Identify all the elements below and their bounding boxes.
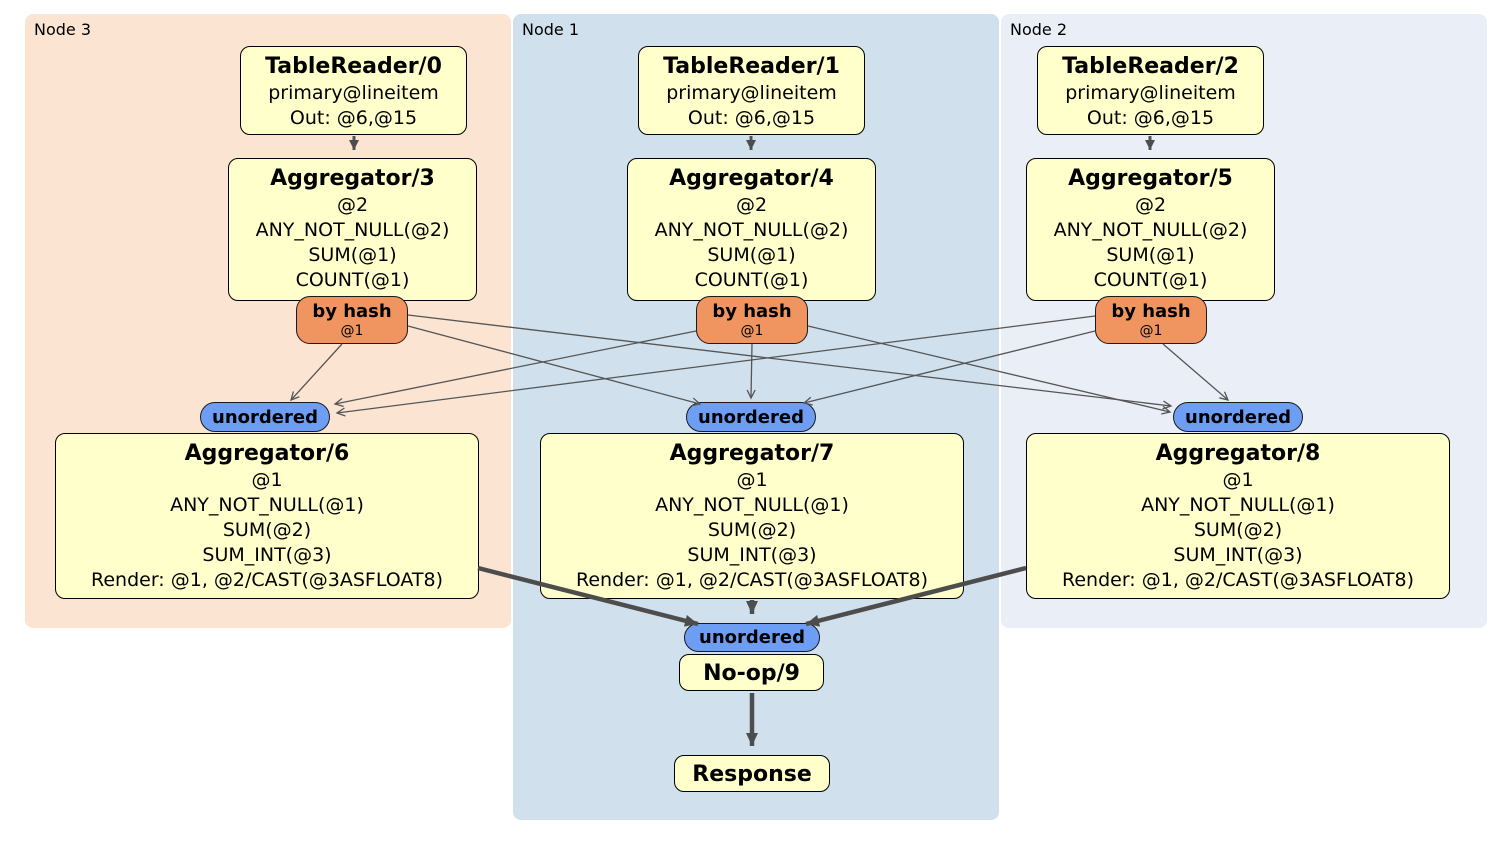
sync-unordered-node3: unordered xyxy=(200,402,330,432)
node-response: Response xyxy=(674,755,830,792)
router-by-hash-node2: by hash @1 xyxy=(1095,296,1207,344)
node-detail: SUM(@2) xyxy=(707,519,797,541)
sync-unordered-node2: unordered xyxy=(1173,402,1303,432)
node-noop-9: No-op/9 xyxy=(679,654,824,691)
node-detail: Render: @1, @2/CAST(@3ASFLOAT8) xyxy=(91,569,443,591)
node-detail: @2 xyxy=(735,194,768,216)
node-detail: ANY_NOT_NULL(@2) xyxy=(654,219,849,241)
node-aggregator-4: Aggregator/4 @2 ANY_NOT_NULL(@2) SUM(@1)… xyxy=(627,158,876,301)
node-tablereader-0: TableReader/0 primary@lineitem Out: @6,@… xyxy=(240,46,467,135)
node-title: Aggregator/4 xyxy=(669,166,834,191)
node-detail: primary@lineitem xyxy=(1065,82,1236,104)
node-aggregator-8: Aggregator/8 @1 ANY_NOT_NULL(@1) SUM(@2)… xyxy=(1026,433,1450,599)
node-detail: SUM(@2) xyxy=(1193,519,1283,541)
node-detail: @1 xyxy=(736,469,768,491)
node-detail: SUM(@1) xyxy=(1106,244,1195,266)
router-detail: @1 xyxy=(1139,323,1163,339)
node-title: Aggregator/5 xyxy=(1068,166,1233,191)
region-label-node-3: Node 3 xyxy=(34,20,92,39)
node-title: Aggregator/6 xyxy=(184,441,350,466)
node-title: Aggregator/7 xyxy=(669,441,835,466)
node-detail: primary@lineitem xyxy=(666,82,837,104)
node-detail: @2 xyxy=(336,194,369,216)
sync-unordered-final: unordered xyxy=(684,623,820,652)
router-label: by hash xyxy=(1111,301,1191,322)
router-by-hash-node3: by hash @1 xyxy=(296,296,408,344)
node-title: Aggregator/8 xyxy=(1155,441,1321,466)
node-detail: SUM(@1) xyxy=(707,244,796,266)
node-title: TableReader/0 xyxy=(265,54,442,79)
router-label: by hash xyxy=(312,301,392,322)
node-detail: @2 xyxy=(1134,194,1167,216)
node-detail: SUM_INT(@3) xyxy=(1173,544,1303,566)
sync-unordered-node1: unordered xyxy=(686,402,816,432)
node-detail: ANY_NOT_NULL(@1) xyxy=(1141,494,1335,516)
node-detail: Render: @1, @2/CAST(@3ASFLOAT8) xyxy=(1062,569,1414,591)
node-aggregator-7: Aggregator/7 @1 ANY_NOT_NULL(@1) SUM(@2)… xyxy=(540,433,964,599)
node-detail: Out: @6,@15 xyxy=(687,107,816,129)
node-detail: Render: @1, @2/CAST(@3ASFLOAT8) xyxy=(576,569,928,591)
node-detail: ANY_NOT_NULL(@1) xyxy=(170,494,364,516)
node-detail: ANY_NOT_NULL(@1) xyxy=(655,494,849,516)
node-title: TableReader/2 xyxy=(1062,54,1239,79)
node-detail: SUM(@1) xyxy=(308,244,397,266)
node-detail: Out: @6,@15 xyxy=(289,107,418,129)
node-aggregator-3: Aggregator/3 @2 ANY_NOT_NULL(@2) SUM(@1)… xyxy=(228,158,477,301)
node-detail: ANY_NOT_NULL(@2) xyxy=(255,219,450,241)
node-detail: @1 xyxy=(251,469,283,491)
node-tablereader-2: TableReader/2 primary@lineitem Out: @6,@… xyxy=(1037,46,1264,135)
router-label: by hash xyxy=(712,301,792,322)
node-title: No-op/9 xyxy=(703,661,800,686)
router-by-hash-node1: by hash @1 xyxy=(696,296,808,344)
node-title: TableReader/1 xyxy=(663,54,840,79)
node-detail: SUM_INT(@3) xyxy=(687,544,817,566)
node-detail: COUNT(@1) xyxy=(694,269,809,291)
region-label-node-1: Node 1 xyxy=(522,20,580,39)
node-tablereader-1: TableReader/1 primary@lineitem Out: @6,@… xyxy=(638,46,865,135)
node-title: Response xyxy=(692,762,812,787)
node-detail: SUM(@2) xyxy=(222,519,312,541)
node-aggregator-6: Aggregator/6 @1 ANY_NOT_NULL(@1) SUM(@2)… xyxy=(55,433,479,599)
node-aggregator-5: Aggregator/5 @2 ANY_NOT_NULL(@2) SUM(@1)… xyxy=(1026,158,1275,301)
node-detail: COUNT(@1) xyxy=(1093,269,1208,291)
node-detail: ANY_NOT_NULL(@2) xyxy=(1053,219,1248,241)
node-detail: @1 xyxy=(1222,469,1254,491)
node-detail: primary@lineitem xyxy=(268,82,439,104)
router-detail: @1 xyxy=(740,323,764,339)
node-title: Aggregator/3 xyxy=(270,166,435,191)
node-detail: Out: @6,@15 xyxy=(1086,107,1215,129)
node-detail: COUNT(@1) xyxy=(295,269,410,291)
region-label-node-2: Node 2 xyxy=(1010,20,1068,39)
router-detail: @1 xyxy=(340,323,364,339)
node-detail: SUM_INT(@3) xyxy=(202,544,332,566)
